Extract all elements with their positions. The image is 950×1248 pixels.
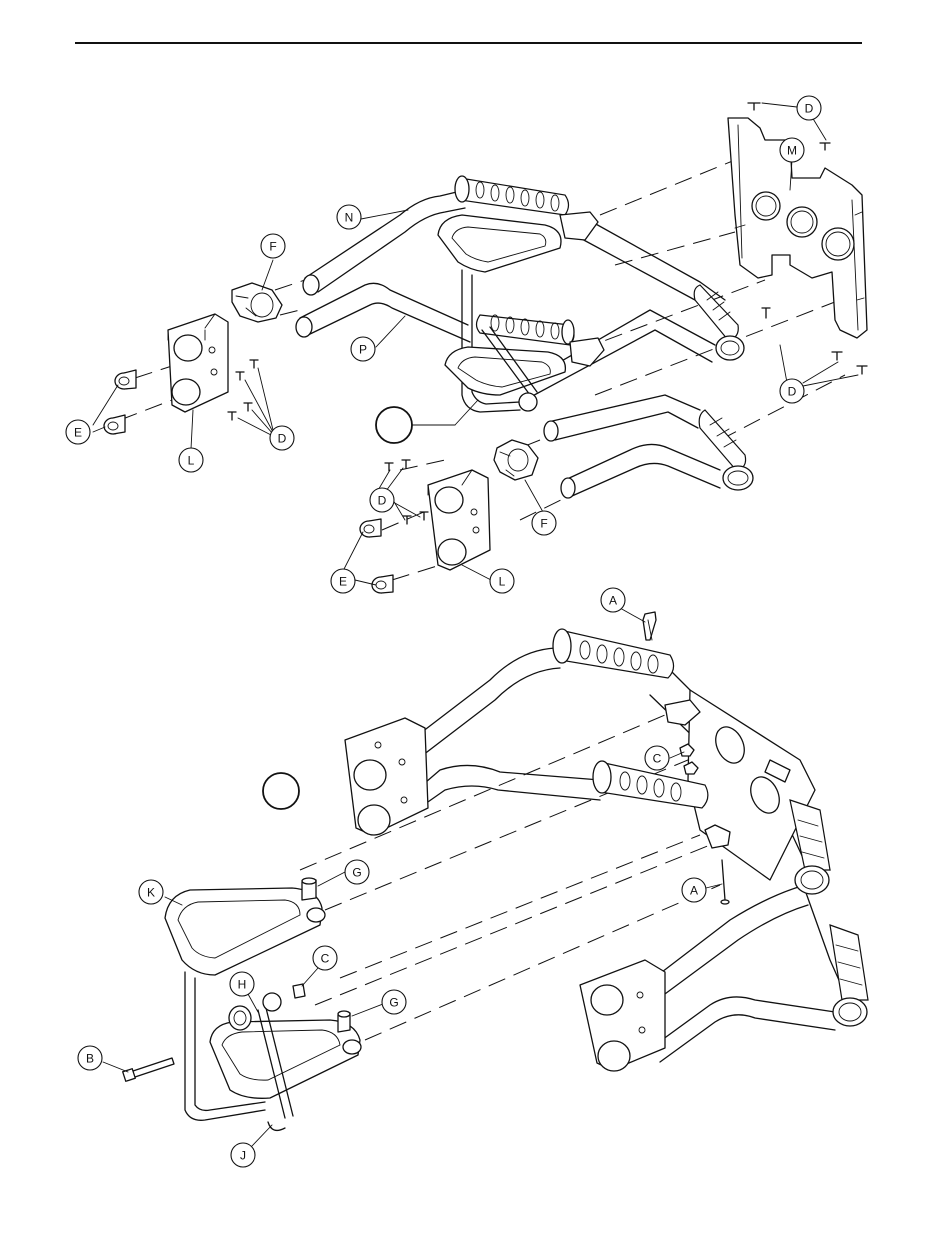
callout-h: H: [230, 972, 254, 996]
bottom-exploded-view: [103, 608, 868, 1146]
callout-label: K: [147, 886, 155, 900]
callout-p: P: [351, 337, 375, 361]
clamp-F-upper: [232, 283, 282, 322]
callout-label: E: [74, 426, 82, 440]
callout-label: C: [653, 752, 662, 766]
callout-l: L: [179, 448, 203, 472]
callout-d: D: [270, 426, 294, 450]
tube-ends-lower-right: [544, 395, 720, 498]
callout-label: C: [321, 952, 330, 966]
bottom-clamp-right: [580, 960, 665, 1071]
callout-c: C: [313, 946, 337, 970]
top-footrest-lower: [445, 327, 604, 411]
caps-E-lower: [360, 519, 393, 593]
callout-label: B: [86, 1052, 94, 1066]
callout-e: E: [66, 420, 90, 444]
top-detail-marker: [376, 407, 412, 443]
callout-e: E: [331, 569, 355, 593]
callout-label: D: [805, 102, 814, 116]
callout-label: G: [389, 996, 398, 1010]
callout-f: F: [532, 511, 556, 535]
callout-n: N: [337, 205, 361, 229]
callout-label: G: [352, 866, 361, 880]
callout-label: N: [345, 211, 354, 225]
clamp-body-L-lower: [428, 470, 490, 570]
caps-E-upper: [104, 370, 136, 434]
callout-f: F: [261, 234, 285, 258]
callout-j: J: [231, 1143, 255, 1167]
callout-c: C: [645, 746, 669, 770]
callout-d: D: [370, 488, 394, 512]
callout-label: F: [269, 240, 276, 254]
bottom-leaders: [103, 608, 722, 1146]
callout-label: A: [609, 594, 617, 608]
callout-k: K: [139, 880, 163, 904]
callout-label: L: [188, 454, 195, 468]
callout-label: D: [788, 385, 797, 399]
callout-d: D: [797, 96, 821, 120]
clamp-body-L-upper: [168, 314, 228, 412]
callout-label: L: [499, 575, 506, 589]
bottom-detail-marker: [263, 773, 299, 809]
callout-m: M: [780, 138, 804, 162]
bottom-clamp-left: [345, 718, 428, 835]
callout-label: A: [690, 884, 698, 898]
top-exploded-view: [93, 103, 867, 593]
callout-b: B: [78, 1046, 102, 1070]
callout-label: F: [540, 517, 547, 531]
callout-a: A: [682, 878, 706, 902]
callout-label: P: [359, 343, 367, 357]
callout-label: M: [787, 144, 797, 158]
callout-label: J: [240, 1149, 246, 1163]
callout-label: D: [278, 432, 287, 446]
callout-d: D: [780, 379, 804, 403]
callout-label: D: [378, 494, 387, 508]
callout-l: L: [490, 569, 514, 593]
bottom-plate: [688, 690, 815, 880]
callout-label: E: [339, 575, 347, 589]
callout-label: H: [238, 978, 247, 992]
callout-a: A: [601, 588, 625, 612]
clamp-F-lower: [494, 440, 538, 480]
callout-g: G: [345, 860, 369, 884]
callout-g: G: [382, 990, 406, 1014]
